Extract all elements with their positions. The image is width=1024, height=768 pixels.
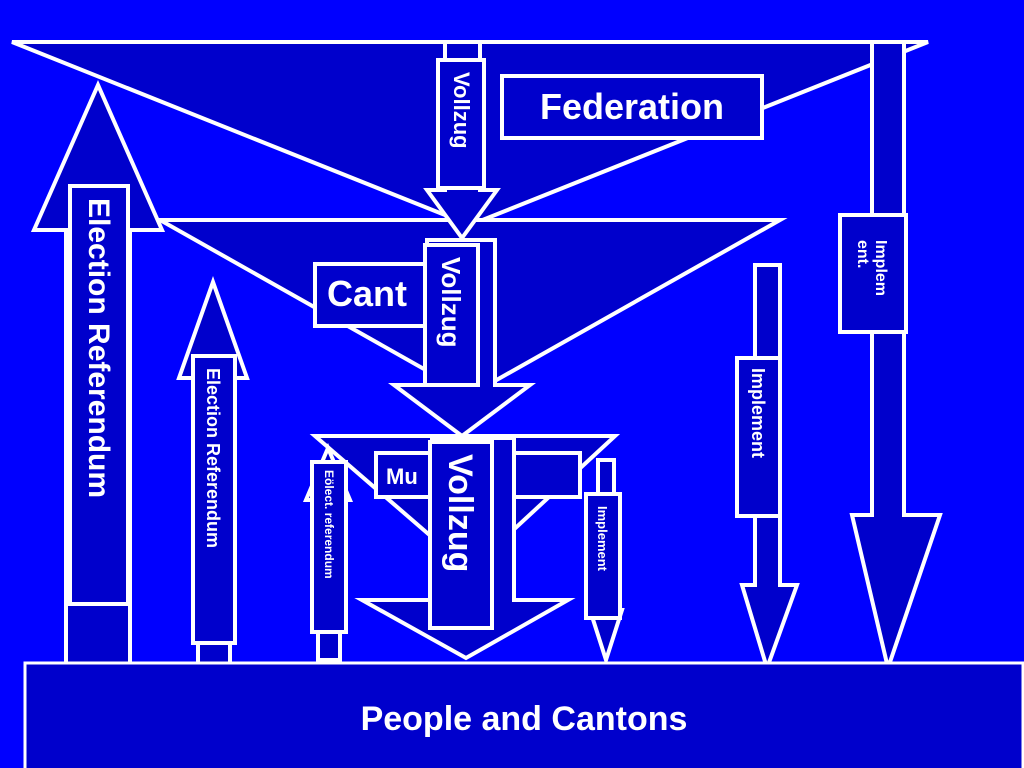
people-and-cantons-label: People and Cantons	[361, 700, 688, 738]
vollzug-label-top: Vollzug	[449, 72, 474, 149]
implementation-label-right: Implement	[748, 368, 768, 458]
election-label-box-inner	[191, 354, 237, 645]
vollzug-label-bottom: Vollzug	[441, 454, 479, 572]
people-and-cantons-box	[23, 661, 1024, 768]
implementation-label-far-right-line1: Implem	[872, 240, 889, 296]
cantons-label: Cant	[327, 273, 407, 314]
election-label-outer: Election Referendum	[82, 198, 115, 498]
election-label-box-small	[310, 460, 348, 634]
implementation-label-box-right	[735, 356, 782, 518]
vollzug-label-box-top	[436, 58, 486, 190]
election-label-small: Eölect. referendum	[322, 470, 336, 579]
vollzug-label-box-middle	[423, 243, 480, 387]
implementation-label-box-far-right	[838, 213, 908, 334]
election-label-box-outer	[68, 184, 130, 606]
implementation-label-far-right-line2: ent.	[854, 240, 871, 268]
election-label-inner: Election Referendum	[203, 368, 223, 548]
vollzug-label-middle: Vollzug	[436, 257, 466, 348]
implementation-label-small: Implement	[595, 506, 610, 572]
federation-label: Federation	[540, 86, 724, 127]
vollzug-label-box-bottom	[428, 440, 494, 630]
implementation-arrow-far-right	[849, 40, 943, 676]
implementation-label-box-small	[584, 492, 622, 620]
federation-label-box	[500, 74, 764, 140]
